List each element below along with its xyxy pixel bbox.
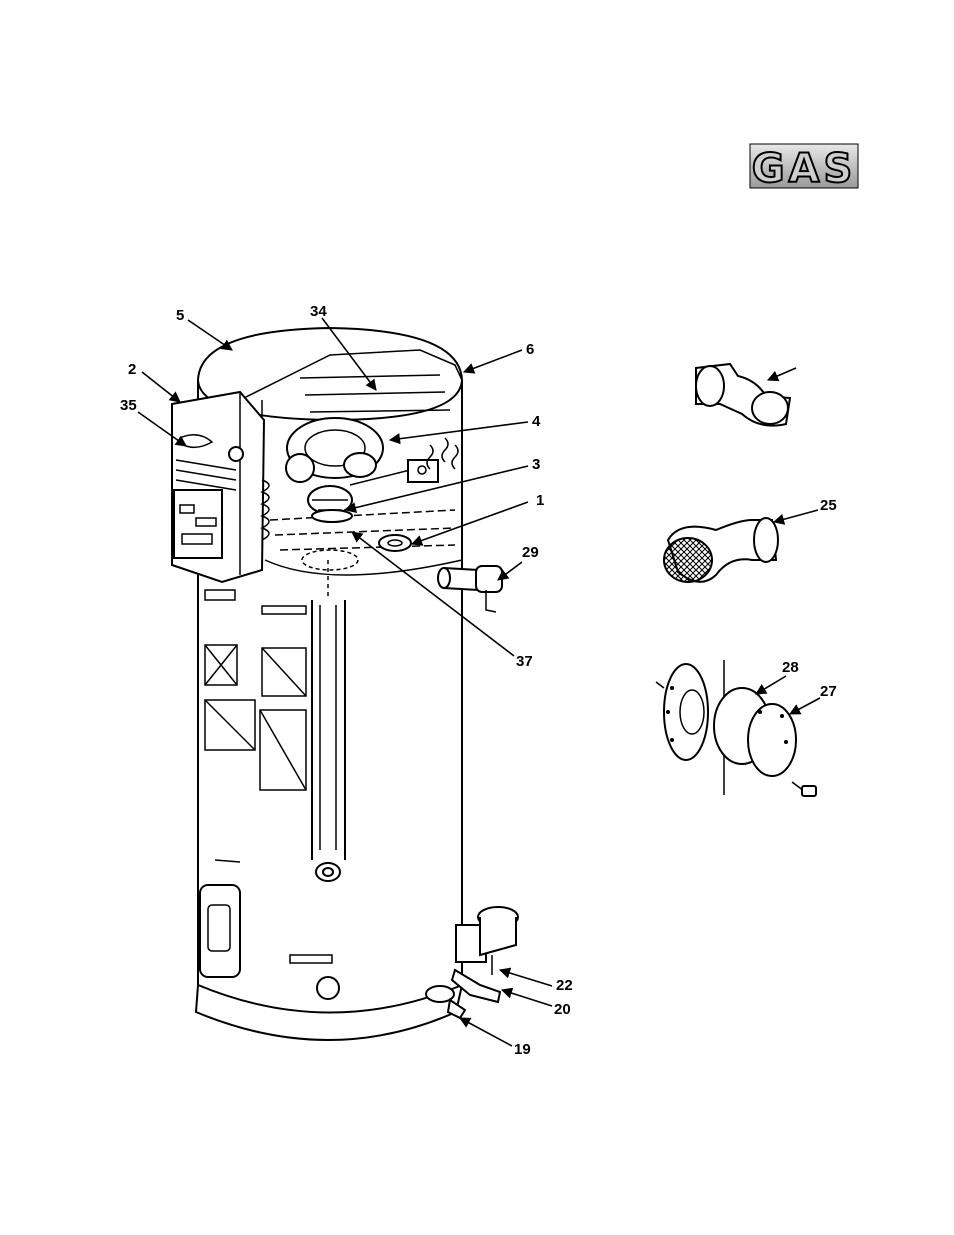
callout-1: 1 bbox=[536, 492, 544, 509]
callout-34: 34 bbox=[310, 303, 327, 320]
handhole-plate bbox=[656, 660, 816, 796]
screened-vent-elbow bbox=[664, 518, 778, 582]
control-module bbox=[172, 392, 269, 582]
callout-25: 25 bbox=[820, 497, 837, 514]
callout-4: 4 bbox=[532, 413, 541, 430]
callout-19: 19 bbox=[514, 1041, 531, 1058]
callout-20: 20 bbox=[554, 1001, 571, 1018]
callout-6: 6 bbox=[526, 341, 534, 358]
callout-5: 5 bbox=[176, 307, 184, 324]
vent-elbow bbox=[696, 364, 790, 426]
gas-badge: GAS bbox=[750, 144, 858, 192]
gas-badge-text: GAS bbox=[752, 146, 857, 192]
callout-2: 2 bbox=[128, 361, 136, 378]
callout-22: 22 bbox=[556, 977, 573, 994]
callout-27: 27 bbox=[820, 683, 837, 700]
callout-35: 35 bbox=[120, 397, 137, 414]
callout-3: 3 bbox=[532, 456, 540, 473]
callout-28: 28 bbox=[782, 659, 799, 676]
callout-37: 37 bbox=[516, 653, 533, 670]
callout-29: 29 bbox=[522, 544, 539, 561]
